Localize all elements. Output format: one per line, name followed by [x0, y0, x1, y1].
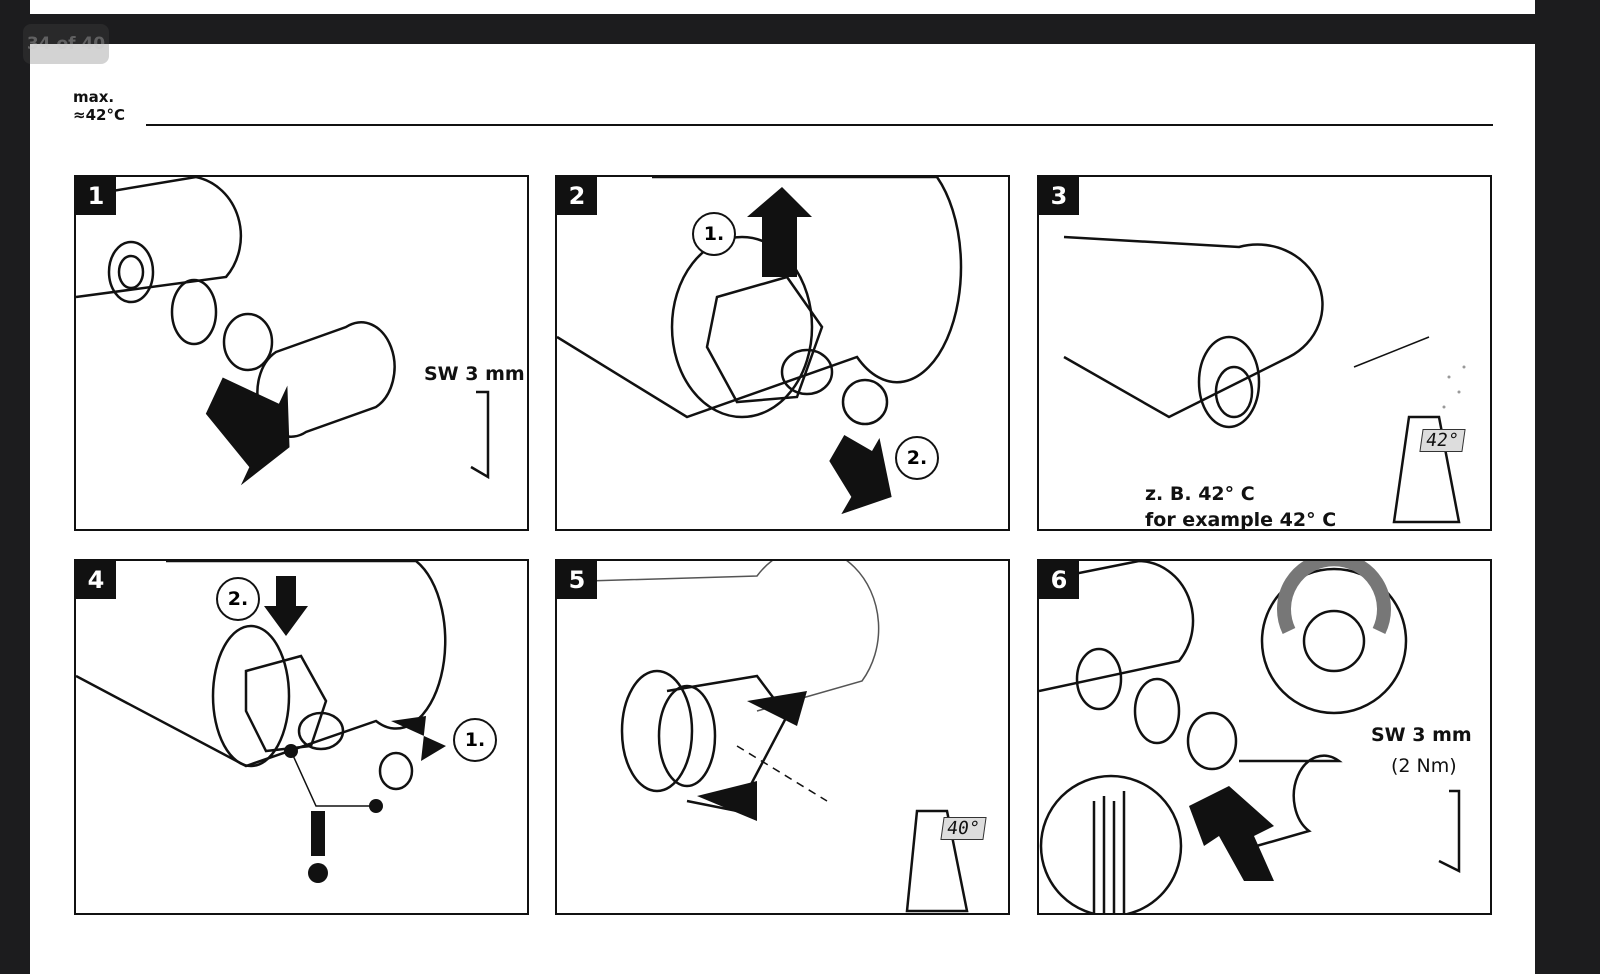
step-number: 5 [557, 561, 597, 599]
illustration-4 [76, 561, 447, 883]
header-rule [146, 124, 1493, 126]
temp-text: ≈42°C [73, 106, 125, 124]
wrench-size-label: SW 3 mm [1371, 724, 1472, 746]
previous-page-edge [30, 0, 1535, 14]
step-number: 3 [1039, 177, 1079, 215]
step-number: 4 [76, 561, 116, 599]
step-marker-2: 2. [216, 577, 260, 621]
caption-german: z. B. 42° C [1145, 483, 1255, 505]
max-temperature-label: max. ≈42°C [73, 88, 125, 124]
thermometer-readout: 42° [1419, 429, 1466, 452]
illustration-5 [586, 561, 969, 913]
step-marker-1: 1. [453, 718, 497, 762]
illustration-2 [557, 177, 963, 515]
step-marker-1: 1. [692, 212, 736, 256]
step-panel-1: 1 SW 3 mm [74, 175, 529, 531]
step-number: 6 [1039, 561, 1079, 599]
illustration-1 [76, 177, 490, 486]
illustration-3 [1063, 235, 1466, 524]
step-marker-2: 2. [895, 436, 939, 480]
step-panel-3: 3 42° z. B. 42° C for example 42° C [1037, 175, 1492, 531]
illustration-6 [1039, 561, 1461, 913]
wrench-size-label: SW 3 mm [424, 363, 525, 385]
max-text: max. [73, 88, 115, 106]
torque-label: (2 Nm) [1391, 755, 1457, 777]
step-panel-6: 6 SW 3 mm (2 Nm) [1037, 559, 1492, 915]
step-panel-4: 4 1. 2. [74, 559, 529, 915]
caption-english: for example 42° C [1145, 509, 1337, 531]
thermometer-readout: 40° [940, 817, 987, 840]
step-panel-2: 2 1. 2. [555, 175, 1010, 531]
step-number: 2 [557, 177, 597, 215]
step-panel-5: 5 40° [555, 559, 1010, 915]
page-indicator: 34 of 40 [23, 24, 109, 64]
step-number: 1 [76, 177, 116, 215]
